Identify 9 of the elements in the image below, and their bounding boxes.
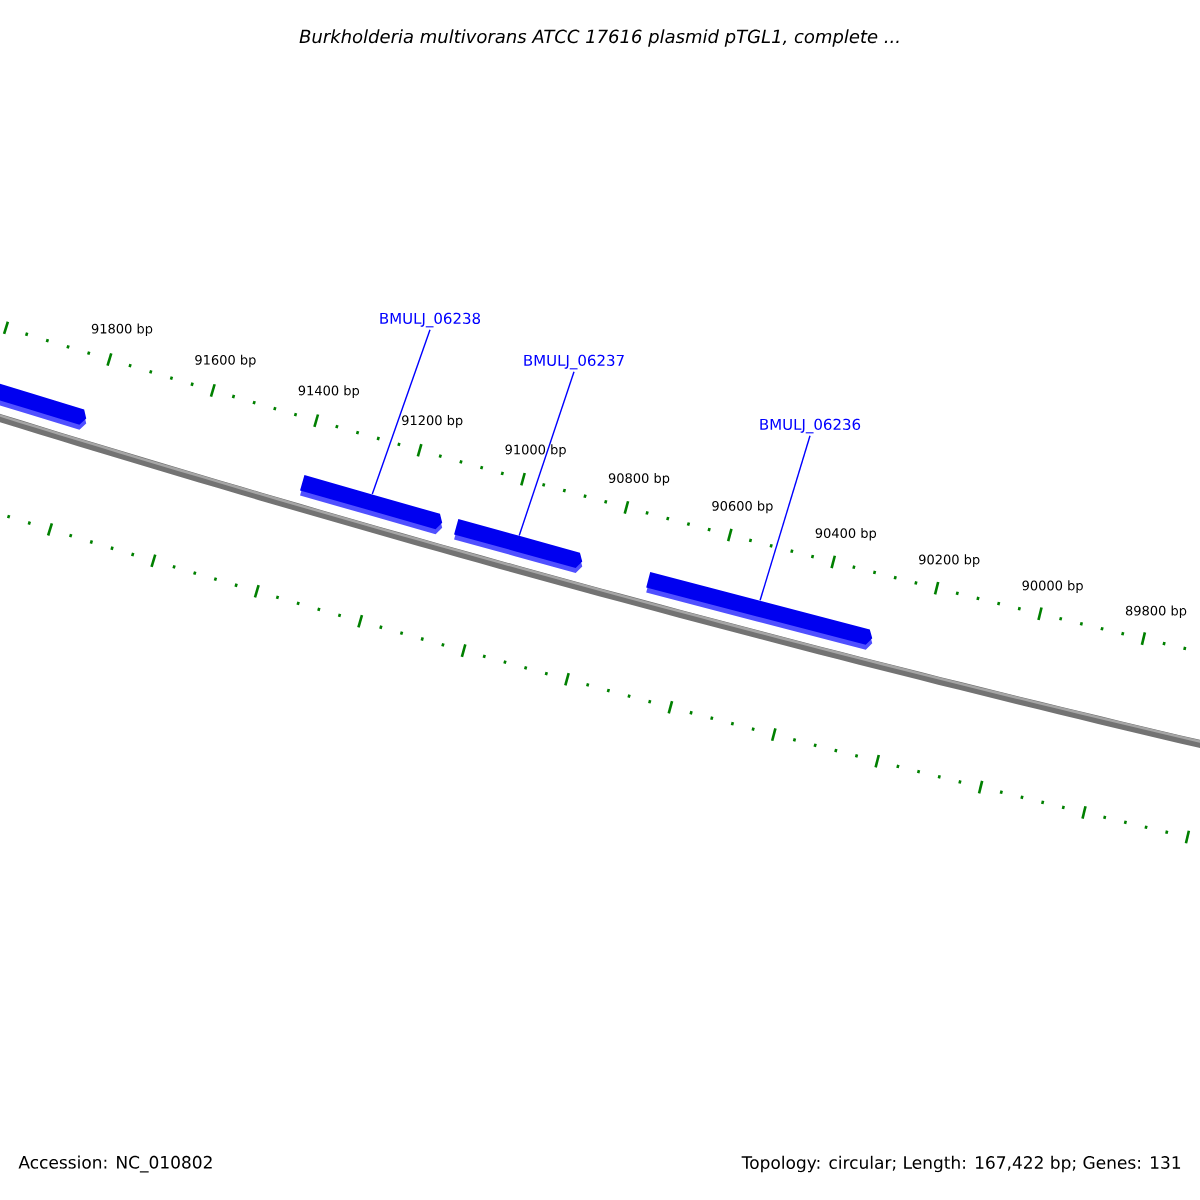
gene-bar — [300, 475, 443, 535]
title: Burkholderia multivorans ATCC 17616 plasmid pTGL1, complete ... — [299, 29, 899, 47]
gene-bar — [454, 519, 583, 574]
footer-text: Accession: NC_010802 — [18, 1155, 212, 1173]
leader-line — [518, 371, 575, 537]
footer-text: Topology: circular; Length: 167,422 bp; Genes: 131 — [741, 1155, 1181, 1173]
leader-line — [759, 435, 811, 601]
gene-bar — [646, 571, 873, 650]
leader-line — [371, 329, 431, 495]
